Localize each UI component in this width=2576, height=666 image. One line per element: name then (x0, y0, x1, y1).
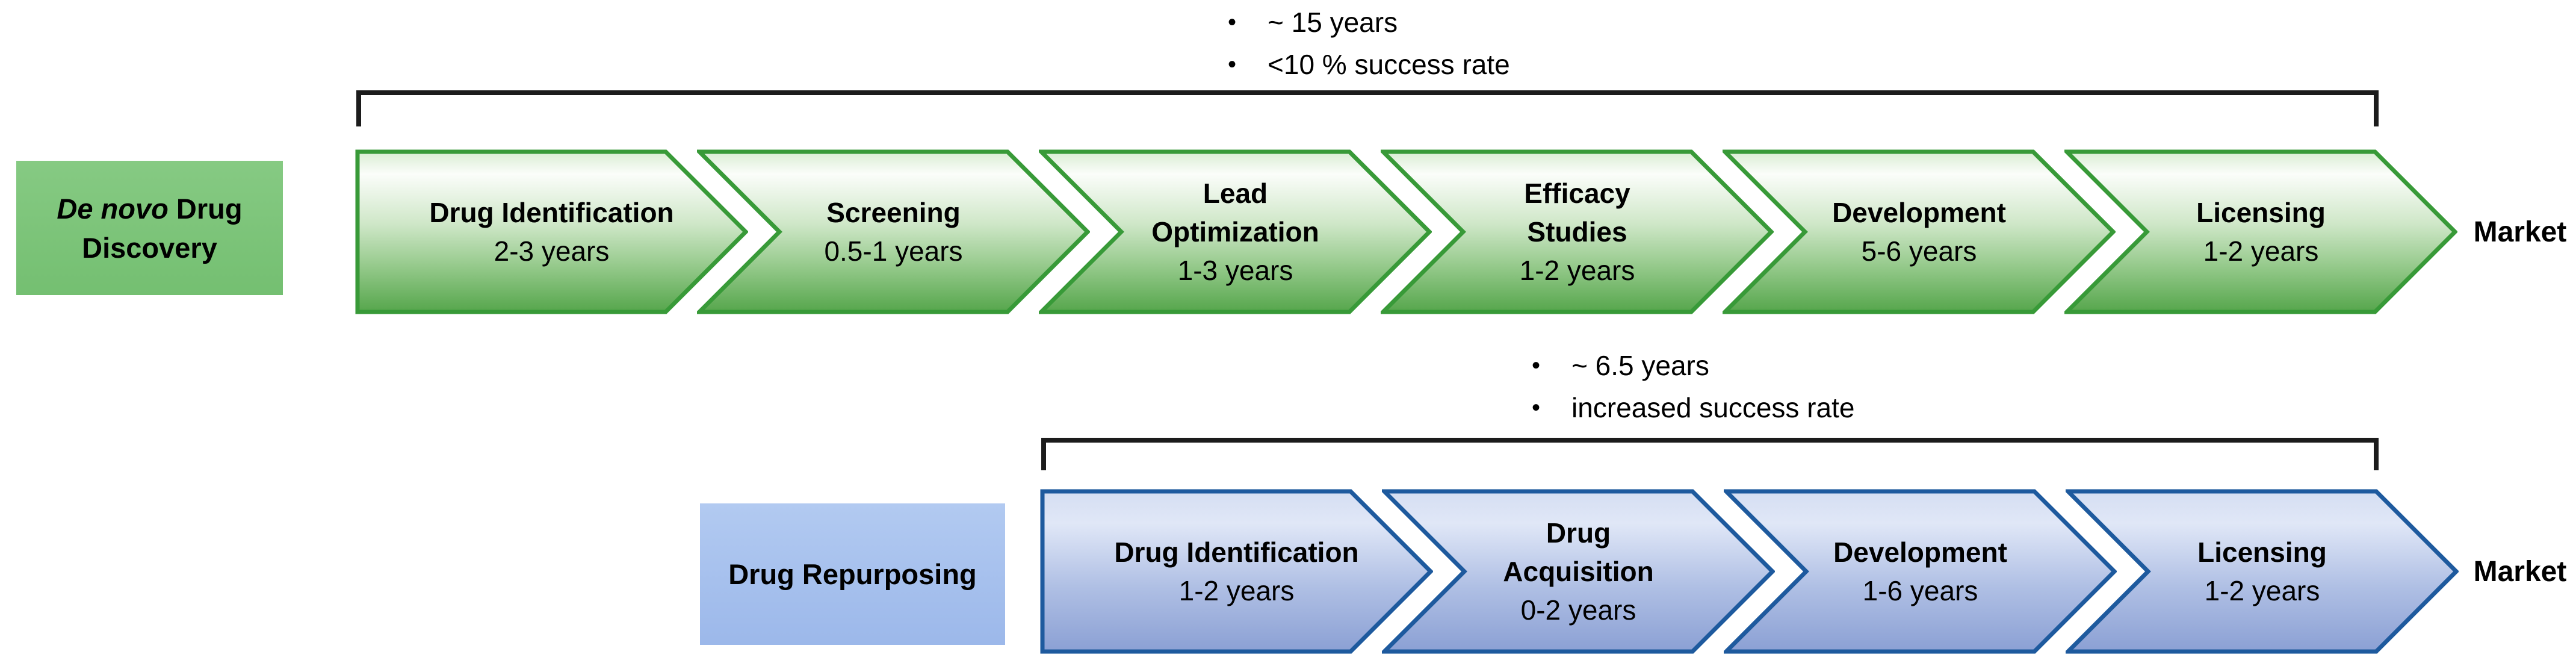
chevron-shape (1039, 149, 1432, 314)
repurposing-market-label: Market (2473, 555, 2567, 588)
row-label-line1: Drug Repurposing (728, 558, 977, 590)
chevron-shape (1382, 489, 1775, 654)
stage-title: Licensing (2196, 197, 2326, 228)
repurposing-bracket-notes: • ~ 6.5 years • increased success rate (1532, 347, 1854, 431)
stage-title: Drug Acquisition (1503, 517, 1654, 587)
note-duration: • ~ 15 years (1228, 4, 1510, 41)
denovo-market-label: Market (2473, 216, 2567, 248)
stage-chevron: Efficacy Studies 1-2 years (1381, 149, 1774, 314)
stage-years: 1-2 years (2204, 575, 2320, 606)
stage-title: Efficacy Studies (1524, 178, 1630, 247)
stage-chevron: Lead Optimization 1-3 years (1039, 149, 1432, 314)
stage-years: 1-2 years (1178, 575, 1295, 606)
chevron-shape (1723, 149, 2116, 314)
stage-years: 2-3 years (494, 235, 610, 267)
stage-title: Licensing (2197, 537, 2327, 568)
chevron-shape (1040, 489, 1433, 654)
stage-title: Development (1833, 537, 2007, 568)
bullet-icon: • (1532, 394, 1541, 421)
stage-years: 1-3 years (1177, 255, 1293, 286)
row-label-italic: De novo (57, 192, 169, 225)
denovo-row-label: De novo Drug Discovery (16, 161, 283, 295)
note-text: increased success rate (1571, 392, 1855, 423)
note-text: <10 % success rate (1268, 49, 1510, 80)
stage-text: Development 5-6 years (1723, 149, 2116, 314)
stage-chevron: Screening 0.5-1 years (697, 149, 1090, 314)
stage-chevron: Development 1-6 years (1724, 489, 2117, 654)
stage-text: Screening 0.5-1 years (697, 149, 1090, 314)
bullet-icon: • (1532, 352, 1541, 379)
stage-title: Development (1832, 197, 2006, 228)
stage-title: Drug Identification (1114, 537, 1359, 568)
stage-text: Lead Optimization 1-3 years (1039, 149, 1432, 314)
stage-title: Screening (826, 197, 961, 228)
stage-text: Drug Identification 2-3 years (355, 149, 748, 314)
denovo-bracket (356, 90, 2379, 126)
chevron-shape (1381, 149, 1774, 314)
stage-text: Development 1-6 years (1724, 489, 2117, 654)
note-success-rate: • increased success rate (1532, 389, 1854, 426)
stage-years: 1-2 years (2203, 235, 2319, 267)
stage-years: 0.5-1 years (824, 235, 963, 267)
repurposing-bracket (1041, 438, 2379, 470)
note-success-rate: • <10 % success rate (1228, 46, 1510, 83)
bullet-icon: • (1228, 9, 1237, 36)
row-label-rest: Drug (168, 192, 243, 225)
stage-text: Efficacy Studies 1-2 years (1381, 149, 1774, 314)
bullet-icon: • (1228, 51, 1237, 78)
stage-text: Drug Identification 1-2 years (1040, 489, 1433, 654)
note-text: ~ 6.5 years (1571, 350, 1709, 381)
stage-text: Drug Acquisition 0-2 years (1382, 489, 1775, 654)
chevron-shape (2066, 489, 2459, 654)
stage-title: Drug Identification (429, 197, 674, 228)
stage-text: Licensing 1-2 years (2064, 149, 2457, 314)
stage-chevron: Licensing 1-2 years (2066, 489, 2459, 654)
stage-chevron: Development 5-6 years (1723, 149, 2116, 314)
stage-years: 5-6 years (1861, 235, 1977, 267)
stage-years: 0-2 years (1520, 594, 1636, 626)
note-text: ~ 15 years (1268, 7, 1398, 38)
stage-chevron: Drug Identification 1-2 years (1040, 489, 1433, 654)
stage-chevron: Drug Identification 2-3 years (355, 149, 748, 314)
repurposing-row-label: Drug Repurposing (700, 503, 1005, 645)
stage-years: 1-6 years (1862, 575, 1978, 606)
stage-text: Licensing 1-2 years (2066, 489, 2459, 654)
chevron-shape (697, 149, 1090, 314)
stage-chevron: Licensing 1-2 years (2064, 149, 2457, 314)
note-duration: • ~ 6.5 years (1532, 347, 1854, 384)
chevron-shape (2064, 149, 2457, 314)
stage-chevron: Drug Acquisition 0-2 years (1382, 489, 1775, 654)
row-label-line2: Discovery (82, 231, 217, 264)
stage-years: 1-2 years (1519, 255, 1635, 286)
stage-title: Lead Optimization (1151, 178, 1319, 247)
denovo-bracket-notes: • ~ 15 years • <10 % success rate (1228, 4, 1510, 88)
chevron-shape (355, 149, 748, 314)
row-label-line1: De novo Drug (57, 189, 242, 228)
chevron-shape (1724, 489, 2117, 654)
